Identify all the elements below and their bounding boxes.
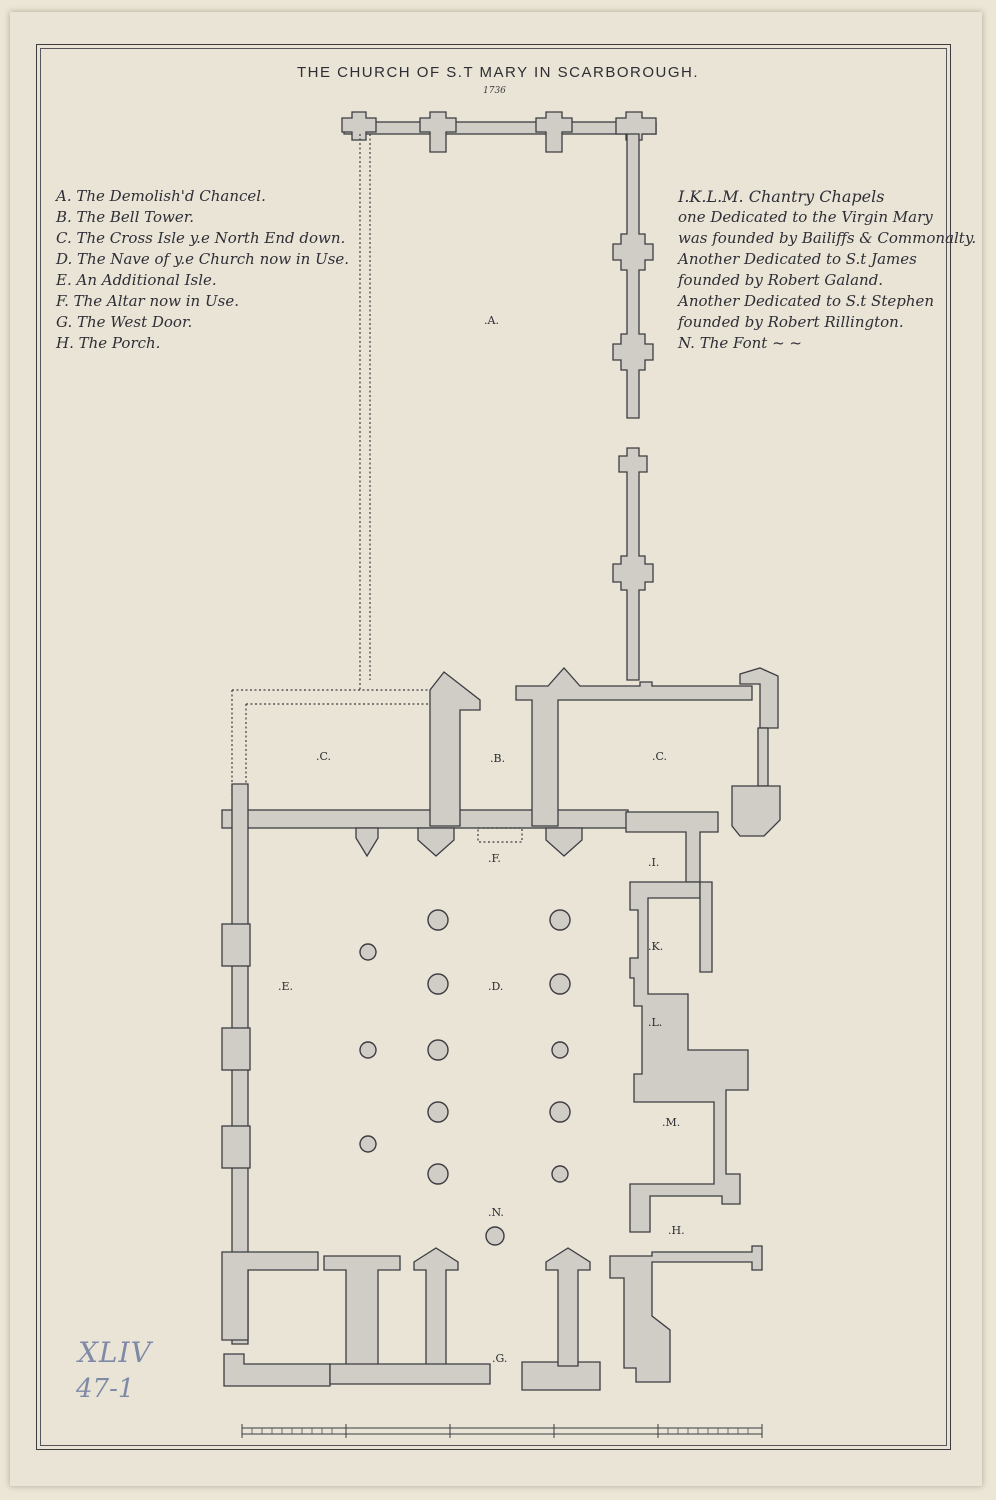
legend-item: Another Dedicated to S.t Stephen — [678, 292, 935, 310]
legend-item: G. The West Door. — [56, 313, 193, 331]
label-m: .M. — [662, 1116, 681, 1129]
nave-walls — [221, 783, 763, 1391]
corner-mark-number: 47-1 — [76, 1374, 135, 1404]
legend-item: founded by Robert Galand. — [678, 271, 884, 289]
inner-border — [40, 48, 947, 1446]
legend-item: was founded by Bailiffs & Commonalty. — [678, 229, 977, 247]
label-n: .N. — [488, 1206, 504, 1219]
legend-item: E. An Additional Isle. — [56, 271, 217, 289]
legend-item: Another Dedicated to S.t James — [678, 250, 917, 268]
legend-item: N. The Font ~ ~ — [678, 334, 802, 352]
label-a: .A. — [484, 314, 499, 327]
legend-item: A. The Demolish'd Chancel. — [56, 187, 266, 205]
label-k: .K. — [648, 940, 664, 953]
outer-border — [36, 44, 951, 1450]
legend-item: D. The Nave of y.e Church now in Use. — [56, 250, 350, 268]
plan-date: 1736 — [483, 86, 506, 96]
plan-title: THE CHURCH OF S.T MARY IN SCARBOROUGH. — [296, 64, 700, 81]
legend-right: I.K.L.M. Chantry Chapels one Dedicated t… — [678, 186, 976, 354]
label-h: .H. — [668, 1224, 685, 1237]
corner-mark-numeral: XLIV — [78, 1336, 152, 1369]
legend-left: A. The Demolish'd Chancel. B. The Bell T… — [56, 186, 349, 354]
label-g: .G. — [492, 1352, 508, 1365]
label-d: .D. — [488, 980, 504, 993]
legend-item: C. The Cross Isle y.e North End down. — [56, 229, 346, 247]
label-b: .B. — [490, 752, 506, 765]
scale-bar — [241, 1424, 763, 1438]
legend-item: F. The Altar now in Use. — [56, 292, 239, 310]
legend-item: one Dedicated to the Virgin Mary — [678, 208, 933, 226]
label-e: .E. — [278, 980, 294, 993]
legend-heading: I.K.L.M. Chantry Chapels — [678, 187, 885, 206]
label-f: .F. — [488, 852, 501, 865]
legend-item: B. The Bell Tower. — [56, 208, 195, 226]
legend-item: founded by Robert Rillington. — [678, 313, 904, 331]
label-i: .I. — [648, 856, 660, 869]
label-c-left: .C. — [316, 750, 332, 763]
label-l: .L. — [648, 1016, 663, 1029]
legend-item: H. The Porch. — [56, 334, 161, 352]
tower-and-transepts — [221, 667, 781, 883]
label-c-right: .C. — [652, 750, 668, 763]
chancel-walls — [231, 111, 657, 796]
nave-piers — [359, 909, 571, 1246]
